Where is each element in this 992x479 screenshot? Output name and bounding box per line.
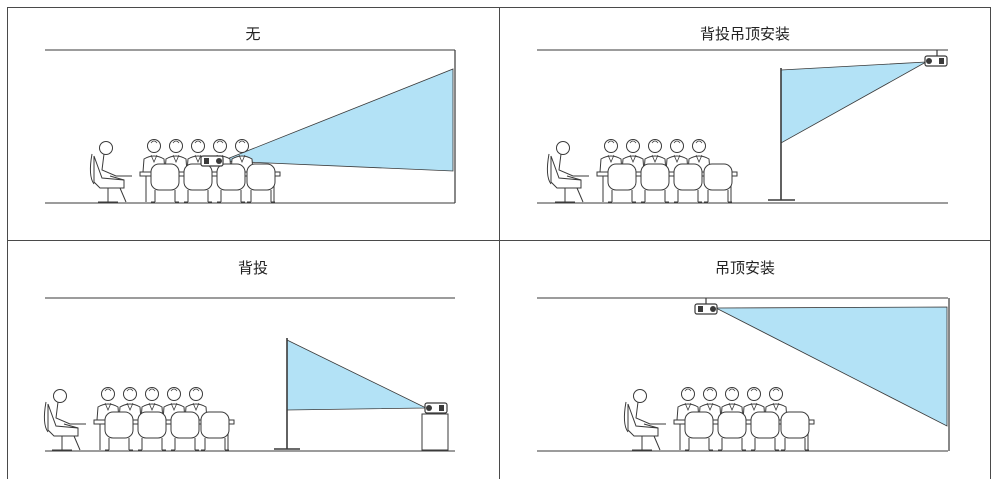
- scene-front-ceiling: [537, 297, 950, 452]
- light-beam: [780, 61, 927, 144]
- light-beam: [715, 306, 948, 427]
- light-beam: [221, 68, 454, 172]
- frame-right-line: [990, 7, 991, 479]
- panel-title-rear-desk: 背投: [237, 259, 268, 277]
- frame-center-line: [499, 7, 500, 479]
- light-beam: [286, 339, 427, 411]
- scene-rear-ceiling: [537, 49, 948, 204]
- panel-title-front-ceiling: 吊顶安装: [714, 259, 775, 277]
- scene-front-desk: [45, 49, 456, 204]
- scene-rear-desk: [44, 297, 455, 452]
- frame-left-line: [7, 7, 8, 479]
- panel-title-rear-ceiling: 背投吊顶安装: [699, 25, 790, 43]
- panel-title-front-desk: 无: [245, 25, 261, 43]
